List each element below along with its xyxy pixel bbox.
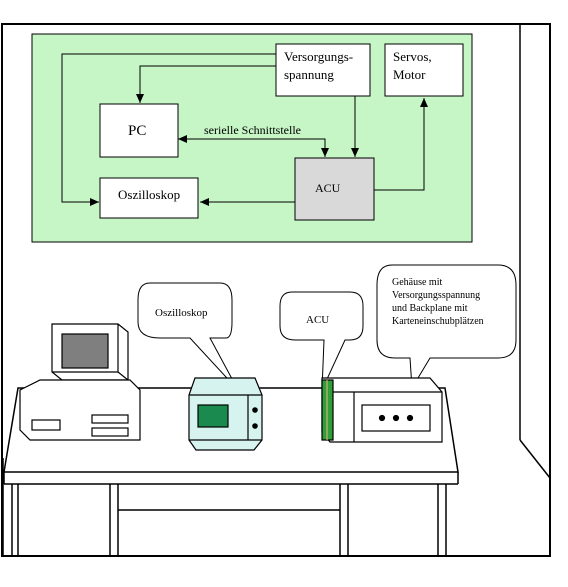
serial-interface-label: serielle Schnittstelle (204, 123, 301, 137)
housing-line4: Karteneinschubplätzen (392, 316, 484, 327)
oscilloscope-device (188, 377, 263, 451)
power-supply-line1: Versorgungs- (284, 49, 353, 64)
housing-line3: und Backplane mit (392, 303, 468, 314)
acu-label: ACU (315, 181, 341, 195)
pc-screen (61, 333, 109, 369)
pc-box: PC (99, 103, 179, 158)
serial-arrow-left-head (178, 135, 187, 143)
servos-line1: Servos, (393, 49, 432, 64)
oscilloscope-bubble-text: Oszilloskop (155, 307, 208, 319)
power-supply-label: Versorgungs- spannung (284, 49, 356, 82)
acu-box: ACU (294, 157, 375, 221)
housing-line2: Versorgungsspannung (392, 290, 480, 301)
oscilloscope-box: Oszilloskop (99, 177, 199, 219)
acu-bubble-text: ACU (306, 314, 329, 326)
pc-label: PC (128, 123, 146, 139)
housing-line1: Gehäuse mit (392, 277, 442, 288)
acu-bubble: ACU (279, 291, 364, 391)
servos-box: Servos, Motor (384, 43, 464, 97)
housing-bubble-text: Gehäuse mit Versorgungsspannung und Back… (392, 277, 484, 327)
room-walls (1, 23, 551, 557)
housing-device (321, 377, 443, 443)
servos-line2: Motor (393, 67, 426, 82)
power-supply-line2: spannung (284, 67, 334, 82)
block-diagram-connections (61, 53, 428, 206)
oscilloscope-bubble: Oszilloskop (137, 282, 239, 391)
power-supply-box: Versorgungs- spannung (275, 43, 371, 97)
housing-bubble: Gehäuse mit Versorgungsspannung und Back… (376, 264, 517, 390)
servos-label: Servos, Motor (393, 49, 435, 82)
oscilloscope-screen (197, 404, 229, 428)
oscilloscope-label: Oszilloskop (118, 187, 180, 202)
pc-computer (19, 323, 141, 441)
